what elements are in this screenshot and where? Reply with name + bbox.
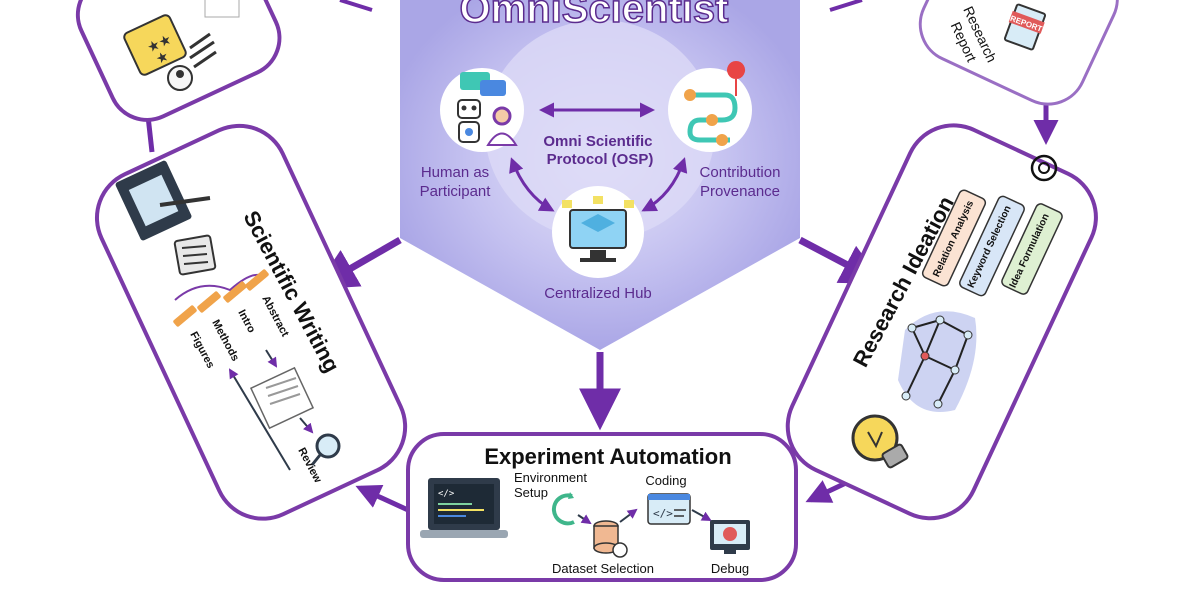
central-hub: OmniScientist [400, 0, 800, 350]
report-icon: REPORT [1003, 3, 1047, 51]
env-to-dataset-arrow [577, 514, 592, 525]
bug-icon [710, 520, 750, 554]
coding-label: Coding [645, 473, 686, 488]
dataset-selection-label: Dataset Selection [552, 561, 654, 576]
provenance-label-2: Provenance [700, 183, 780, 200]
ideation-to-experiment-arrow [805, 479, 850, 503]
laptop-icon: </> [420, 478, 508, 538]
writing-flow-arrow [265, 349, 278, 368]
openai-icon [1030, 154, 1058, 182]
hub-title: OmniScientist [460, 0, 729, 31]
document-icon [249, 366, 315, 430]
svg-text:★: ★ [153, 47, 171, 67]
experiment-title: Experiment Automation [484, 444, 731, 469]
top-left-connector [339, 0, 373, 12]
robot-icon [457, 99, 481, 143]
workflow-icon [684, 61, 745, 146]
environment-setup-icon [551, 492, 575, 526]
review-return-arrow [228, 368, 291, 471]
environment-setup-label-2: Setup [514, 485, 548, 500]
clipboard-icon [115, 160, 211, 241]
document-lines-icon [189, 0, 240, 69]
central-hub-label: Centralized Hub [544, 285, 652, 302]
svg-text:</>: </> [653, 507, 673, 520]
pencil-icon [159, 196, 211, 207]
provenance-hub-arrow [641, 157, 688, 212]
participant-label-2: Participant [420, 183, 492, 200]
writing-pencils [173, 269, 269, 327]
peer-review-card [75, 0, 282, 122]
experiment-automation-card [406, 432, 798, 582]
debug-label: Debug [711, 561, 749, 576]
provenance-label-1: Contribution [700, 164, 781, 181]
code-window-icon: </> [647, 493, 691, 525]
experiment-to-writing-arrow [355, 484, 410, 513]
person-icon [486, 106, 518, 146]
magnifier-icon [310, 433, 341, 466]
protocol-label: Omni Scientific Protocol (OSP) [543, 133, 656, 168]
svg-text:</>: </> [438, 489, 455, 499]
star-rating-icon: ★★ ★ [123, 14, 187, 76]
top-right-connector [829, 0, 863, 12]
environment-setup-label-1: Environment [514, 470, 587, 485]
database-icon [593, 520, 628, 558]
review-flow-arrow [299, 417, 314, 434]
coding-to-debug-arrow [691, 509, 712, 521]
participant-label-1: Human as [421, 164, 489, 181]
dataset-to-coding-arrow [619, 508, 638, 523]
network-graph-icon [898, 311, 977, 412]
participant-hub-arrow [509, 157, 555, 212]
avatar-icon [167, 65, 193, 91]
ideation-tags: Relation Analysis Keyword Selection Idea… [921, 189, 1063, 297]
chat-icon [460, 72, 506, 96]
monitor-icon [562, 196, 634, 262]
checklist-icon [173, 234, 217, 276]
lightbulb-icon [851, 414, 909, 469]
